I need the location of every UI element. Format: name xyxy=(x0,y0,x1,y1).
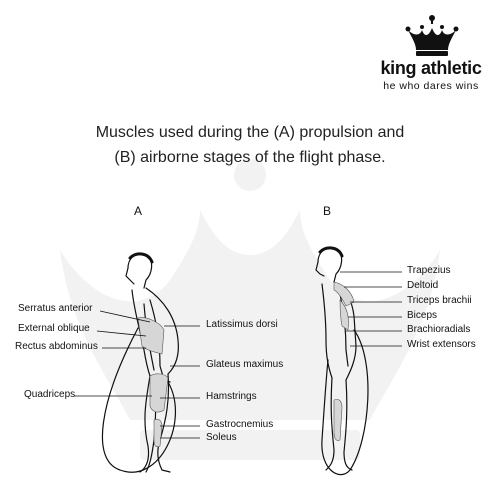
label-rectus-abdominus: Rectus abdominus xyxy=(15,341,98,352)
label-external-oblique: External oblique xyxy=(18,323,90,334)
figure-b-muscle-shading xyxy=(333,281,355,441)
figure-a-athlete xyxy=(101,252,179,473)
stage-label-a: A xyxy=(134,204,143,218)
label-quadriceps: Quadriceps xyxy=(24,389,76,400)
title-line-2: (B) airborne stages of the flight phase. xyxy=(114,149,386,166)
label-gastrocnemius: Gastrocnemius xyxy=(206,419,274,430)
label-glateus-maximus: Glateus maximus xyxy=(206,359,284,370)
label-serratus-anterior: Serratus anterior xyxy=(18,303,93,314)
figure-b-leader-lines xyxy=(340,271,402,347)
label-wrist-extensors: Wrist extensors xyxy=(407,339,476,350)
figure-b-athlete xyxy=(315,246,369,476)
label-trapezius: Trapezius xyxy=(407,265,451,276)
brand-name: king athletic xyxy=(380,58,482,78)
diagram-title: Muscles used during the (A) propulsion a… xyxy=(0,120,500,170)
label-deltoid: Deltoid xyxy=(407,280,439,291)
label-latissimus-dorsi: Latissimus dorsi xyxy=(206,319,278,330)
crown-icon xyxy=(405,15,459,56)
label-soleus: Soleus xyxy=(206,432,237,443)
label-hamstrings: Hamstrings xyxy=(206,391,257,402)
label-brachioradials: Brachioradials xyxy=(407,324,471,335)
label-biceps: Biceps xyxy=(407,310,438,321)
brand-tagline: he who dares wins xyxy=(383,80,479,92)
label-triceps-brachii: Triceps brachii xyxy=(407,295,472,306)
figure-a-leader-lines xyxy=(74,310,200,439)
stage-label-b: B xyxy=(323,204,332,218)
brand-logo: king athletic he who dares wins xyxy=(370,10,500,100)
title-line-1: Muscles used during the (A) propulsion a… xyxy=(95,124,405,141)
